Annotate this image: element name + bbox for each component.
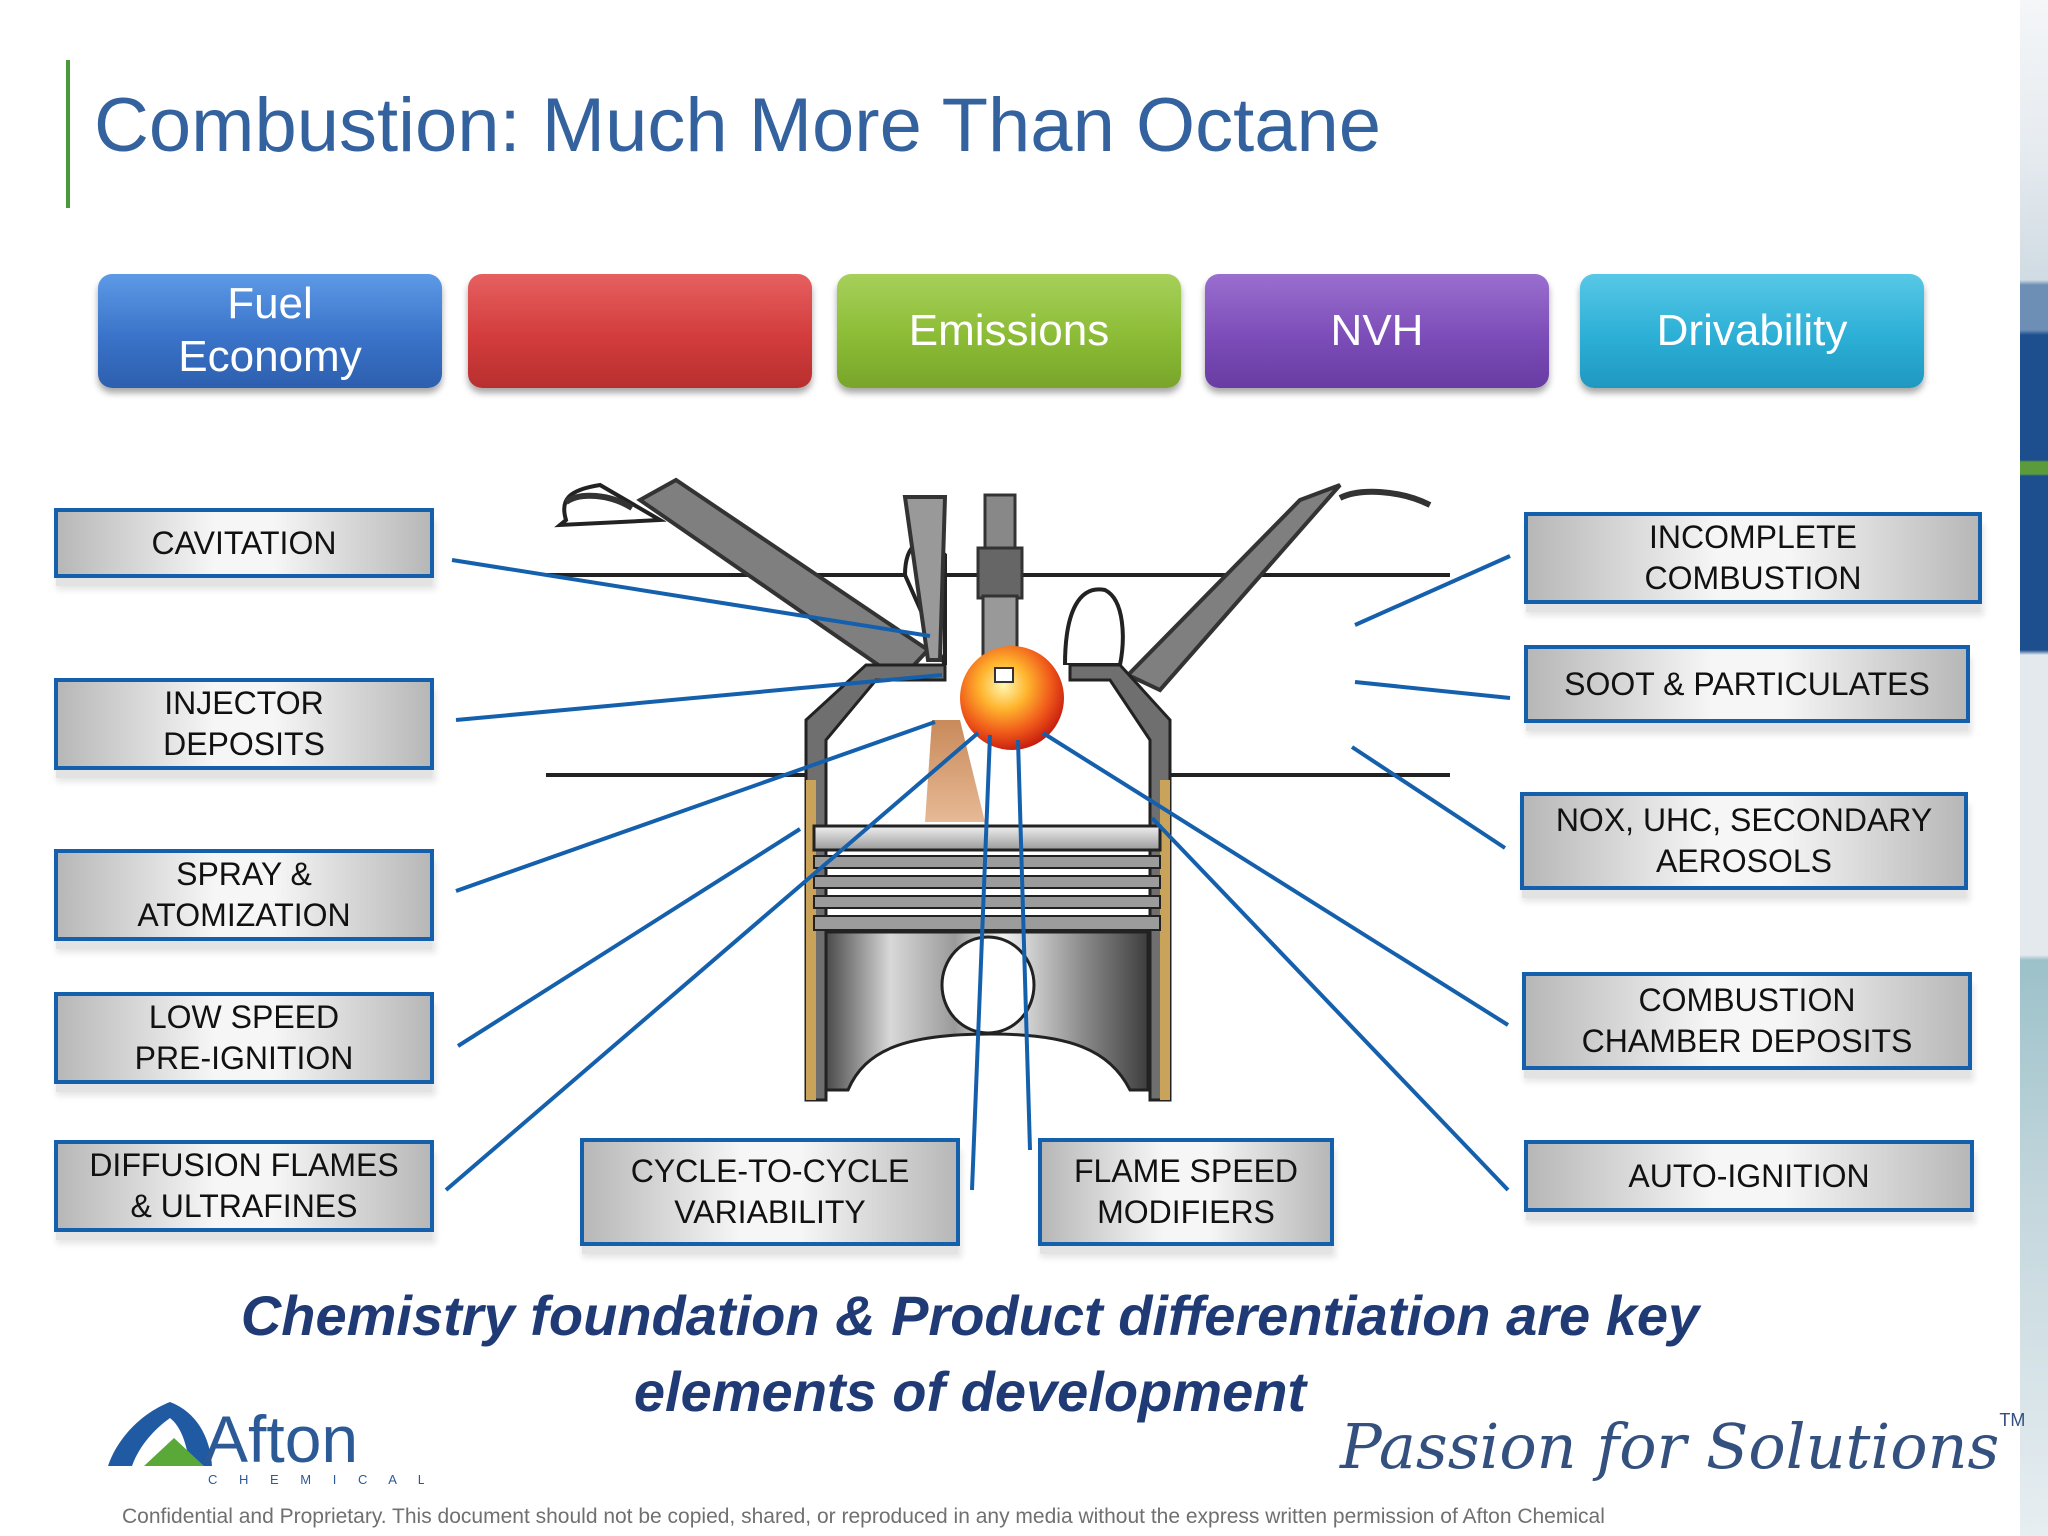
piston-ring-3 [813,895,1161,909]
label-text: SPRAY & ATOMIZATION [137,856,351,933]
category-nvh: NVH [1205,274,1549,388]
leader-cycle [970,734,992,1191]
label-low-speed-pre-ignition: LOW SPEED PRE-IGNITION [54,992,434,1084]
leader-lspi [456,827,802,1048]
leader-cavitation [451,558,931,638]
spark-plug-hex [976,546,1024,600]
label-text: INJECTOR DEPOSITS [163,685,325,762]
exhaust-port [1062,587,1125,667]
label-text: CAVITATION [151,524,337,561]
slogan: Passion for SolutionsTM [1340,1410,2025,1483]
label-text: LOW SPEED PRE-IGNITION [134,999,354,1076]
leader-injector-deposits [455,673,943,722]
right-valve-head [1338,488,1432,508]
fuel-injector [902,495,948,662]
flame-kernel [960,646,1064,750]
trademark-mark: TM [1999,1410,2026,1430]
afton-logo: Afton C H E M I C A L [104,1400,425,1495]
afton-logo-mark: Afton C H E M I C A L [108,1402,425,1487]
key-message: Chemistry foundation & Product different… [240,1284,1700,1423]
fuel-spray [925,720,985,822]
slide-title: Combustion: Much More Than Octane [94,83,1381,168]
label-text: NOX, UHC, SECONDARY AEROSOLS [1555,802,1933,879]
piston-ring-4 [813,915,1161,931]
wrist-pin-hole [940,935,1036,1035]
label-cycle-to-cycle: CYCLE-TO-CYCLE VARIABILITY [580,1138,960,1246]
leader-incomplete [1354,554,1511,627]
slogan-text: Passion for Solutions [1340,1410,2000,1483]
label-cavitation: CAVITATION [54,508,434,578]
leader-ccd [1041,731,1510,1027]
right-valve-stem [1124,483,1342,693]
label-spray-atomization: SPRAY & ATOMIZATION [54,849,434,941]
label-text: FLAME SPEED MODIFIERS [1073,1153,1299,1230]
spark-gap [994,667,1014,683]
logo-wordmark: Afton [204,1402,358,1476]
spark-plug-top [983,493,1017,552]
label-text: AUTO-IGNITION [1628,1157,1870,1194]
left-cylinder-liner [806,780,816,1100]
left-valve-head [564,492,634,511]
label-text: COMBUSTION CHAMBER DEPOSITS [1581,982,1913,1059]
leader-spray [455,720,936,893]
label-incomplete-combustion: INCOMPLETE COMBUSTION [1524,512,1982,604]
label-injector-deposits: INJECTOR DEPOSITS [54,678,434,770]
label-text: CYCLE-TO-CYCLE VARIABILITY [630,1153,910,1230]
leader-auto-ignition [1150,816,1510,1192]
leader-soot [1354,680,1511,700]
category-fuel-economy: Fuel Economy [98,274,442,388]
right-cylinder-liner [1160,780,1170,1100]
left-valve-stem [636,477,932,683]
label-diffusion-flames: DIFFUSION FLAMES & ULTRAFINES [54,1140,434,1232]
logo-swoosh [108,1402,212,1466]
label-text: INCOMPLETE COMBUSTION [1644,519,1862,596]
label-text: DIFFUSION FLAMES & ULTRAFINES [89,1147,399,1224]
category-drivability: Drivability [1580,274,1924,388]
right-decorative-strip [2020,0,2048,1536]
label-chamber-deposits: COMBUSTION CHAMBER DEPOSITS [1522,972,1972,1070]
category-emissions: Emissions [837,274,1181,388]
label-nox-uhc: NOX, UHC, SECONDARY AEROSOLS [1520,792,1968,890]
leader-flame-speed [1016,739,1032,1151]
logo-subtitle: C H E M I C A L [208,1472,424,1487]
label-flame-speed-modifiers: FLAME SPEED MODIFIERS [1038,1138,1334,1246]
label-soot-particulates: SOOT & PARTICULATES [1524,645,1970,723]
label-auto-ignition: AUTO-IGNITION [1524,1140,1974,1212]
logo-green-peak [144,1438,204,1466]
piston-ring-2 [813,875,1161,889]
leader-lines [444,554,1511,1192]
leader-nox [1350,745,1507,850]
title-accent-bar [66,60,70,208]
confidentiality-footer: Confidential and Proprietary. This docum… [122,1505,1605,1528]
leader-diffusion [444,731,980,1192]
label-text: SOOT & PARTICULATES [1564,665,1930,702]
category-red-blank [468,274,812,388]
